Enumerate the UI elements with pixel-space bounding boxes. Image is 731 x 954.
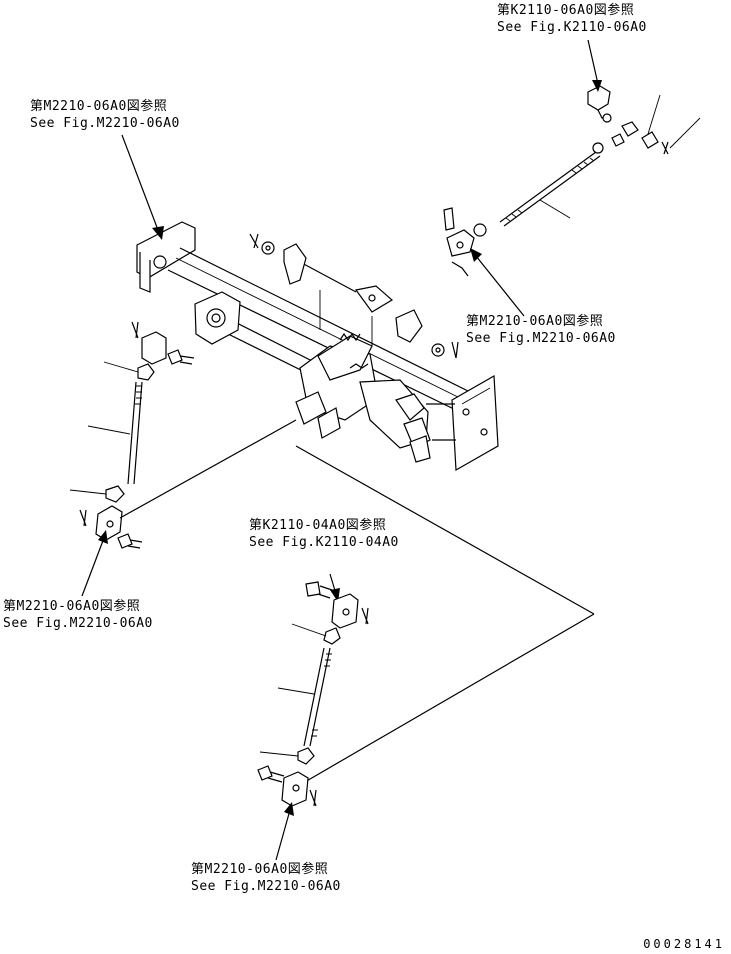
callout-en-label: See Fig.M2210-06A0 — [191, 879, 341, 894]
callout-en-label: See Fig.M2210-06A0 — [3, 616, 153, 631]
callout-k2110-06a0: 第K2110-06A0図参照 See Fig.K2110-06A0 — [497, 2, 647, 36]
callout-jp-label: 第M2210-06A0図参照 — [191, 862, 329, 877]
callout-en-label: See Fig.M2210-06A0 — [30, 116, 180, 131]
callout-en-label: See Fig.K2110-06A0 — [497, 20, 647, 35]
callout-m2210-left: 第M2210-06A0図参照 See Fig.M2210-06A0 — [3, 598, 153, 632]
lower-rod-assembly — [257, 445, 595, 861]
callout-en-label: See Fig.M2210-06A0 — [466, 331, 616, 346]
callout-m2210-mid: 第M2210-06A0図参照 See Fig.M2210-06A0 — [466, 313, 616, 347]
main-frame-assembly — [121, 134, 525, 472]
callout-m2210-top: 第M2210-06A0図参照 See Fig.M2210-06A0 — [30, 98, 180, 132]
drawing-number: 00028141 — [643, 937, 725, 951]
callout-jp-label: 第K2110-06A0図参照 — [497, 3, 635, 18]
callout-jp-label: 第M2210-06A0図参照 — [3, 599, 141, 614]
left-rod-assembly — [69, 321, 297, 597]
callout-m2210-bottom: 第M2210-06A0図参照 See Fig.M2210-06A0 — [191, 861, 341, 895]
callout-jp-label: 第K2110-04A0図参照 — [249, 518, 387, 533]
callout-jp-label: 第M2210-06A0図参照 — [30, 99, 168, 114]
callout-jp-label: 第M2210-06A0図参照 — [466, 314, 604, 329]
callout-k2110-04a0: 第K2110-04A0図参照 See Fig.K2110-04A0 — [249, 517, 399, 551]
callout-en-label: See Fig.K2110-04A0 — [249, 535, 399, 550]
upper-right-linkage — [443, 39, 701, 277]
